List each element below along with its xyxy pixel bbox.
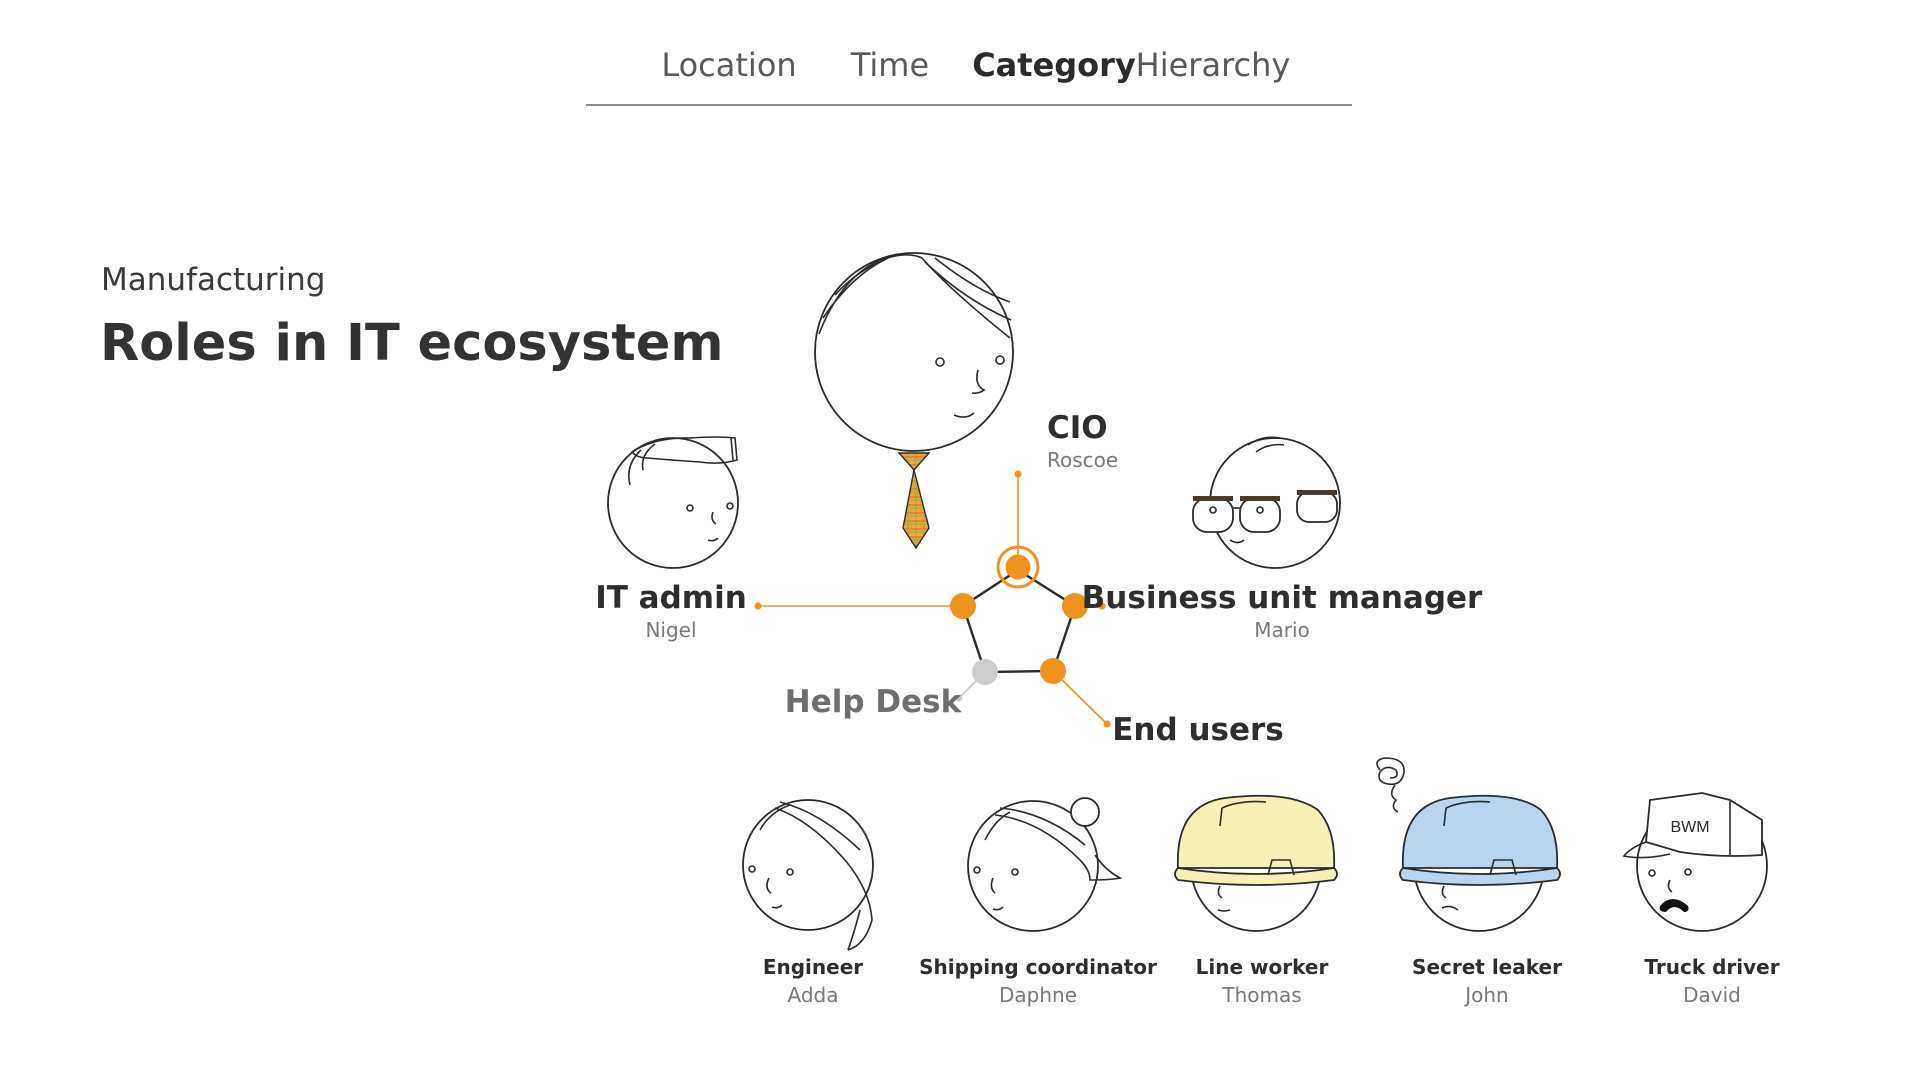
blue-helmet-icon: [1401, 794, 1559, 869]
bum-avatar[interactable]: [1192, 436, 1341, 569]
bum-node: [1062, 593, 1088, 619]
end-users-node: [1040, 658, 1066, 684]
secret-leaker-role: Secret leaker: [1412, 955, 1562, 979]
yellow-helmet-icon: [1176, 794, 1336, 869]
cio-hair: [818, 254, 923, 335]
cio-role: CIO: [1047, 410, 1108, 446]
page-subtitle: Manufacturing: [101, 262, 326, 298]
category-tabs: Location Time Category Hierarchy: [586, 46, 1352, 106]
secret-leaker-person: John: [1465, 983, 1509, 1007]
tab-location[interactable]: Location: [661, 46, 797, 84]
bum-label[interactable]: Business unit manager Mario: [1082, 580, 1483, 642]
engineer-person: Adda: [787, 983, 839, 1007]
help-desk-label[interactable]: Help Desk: [785, 684, 961, 720]
glasses-left-lens: [1192, 497, 1234, 533]
cio-node: [1005, 554, 1031, 580]
shipping-coordinator-role: Shipping coordinator: [919, 955, 1157, 979]
cio-eye-left: [935, 357, 945, 367]
end-users-label[interactable]: End users: [1112, 712, 1284, 748]
line-worker-role: Line worker: [1195, 955, 1329, 979]
shipping-coordinator-label[interactable]: Shipping coordinator Daphne: [919, 955, 1157, 1007]
tab-time[interactable]: Time: [850, 46, 930, 84]
hair-bun: [1070, 797, 1100, 827]
shipping-coordinator-person: Daphne: [998, 983, 1077, 1007]
truck-driver-role: Truck driver: [1644, 955, 1780, 979]
ecosystem-network: [754, 470, 1111, 728]
cio-node-selected-ring: [996, 545, 1040, 589]
line-worker-avatar[interactable]: [1174, 794, 1338, 932]
engineer-role: Engineer: [762, 955, 864, 979]
secret-leaker-label[interactable]: Secret leaker John: [1412, 955, 1562, 1007]
it-admin-head: [607, 437, 739, 569]
tie-icon: [902, 469, 930, 550]
mustache-icon: [1659, 899, 1689, 912]
engineer-label[interactable]: Engineer Adda: [763, 955, 863, 1007]
engineer-avatar[interactable]: [742, 799, 874, 951]
cio-eye-right: [995, 355, 1005, 365]
it-admin-person: Nigel: [645, 618, 697, 642]
page-title: Roles in IT ecosystem: [100, 314, 724, 373]
it-admin-node: [950, 593, 976, 619]
cap-text: BWM: [1670, 819, 1709, 836]
cio-person: Roscoe: [1047, 448, 1119, 472]
bum-person: Mario: [1254, 618, 1310, 642]
tab-category[interactable]: Category: [972, 46, 1136, 84]
truck-driver-person: David: [1683, 983, 1741, 1007]
line-worker-person: Thomas: [1222, 983, 1302, 1007]
glasses-side-lens: [1296, 491, 1338, 523]
glasses-right-lens: [1239, 497, 1281, 533]
truck-driver-label[interactable]: Truck driver David: [1644, 955, 1779, 1007]
end-users-role: End users: [1112, 712, 1284, 748]
help-desk-role: Help Desk: [784, 684, 962, 720]
help-desk-node: [972, 659, 998, 685]
tie-knot: [897, 452, 931, 472]
bum-role: Business unit manager: [1081, 580, 1483, 616]
truck-driver-avatar[interactable]: BWM: [1622, 792, 1768, 932]
pentagon: [961, 568, 1077, 674]
cio-label[interactable]: CIO Roscoe: [1047, 410, 1118, 472]
tab-hierarchy[interactable]: Hierarchy: [1135, 46, 1291, 84]
it-admin-label[interactable]: IT admin Nigel: [595, 580, 747, 642]
cio-avatar[interactable]: [814, 252, 1014, 550]
line-worker-label[interactable]: Line worker Thomas: [1196, 955, 1329, 1007]
shipping-coordinator-avatar[interactable]: [967, 797, 1123, 932]
it-admin-avatar[interactable]: [607, 436, 739, 569]
thought-scribble-icon: [1376, 757, 1405, 813]
cio-head: [814, 252, 1014, 452]
it-admin-role: IT admin: [595, 580, 747, 616]
secret-leaker-avatar[interactable]: [1376, 757, 1561, 932]
